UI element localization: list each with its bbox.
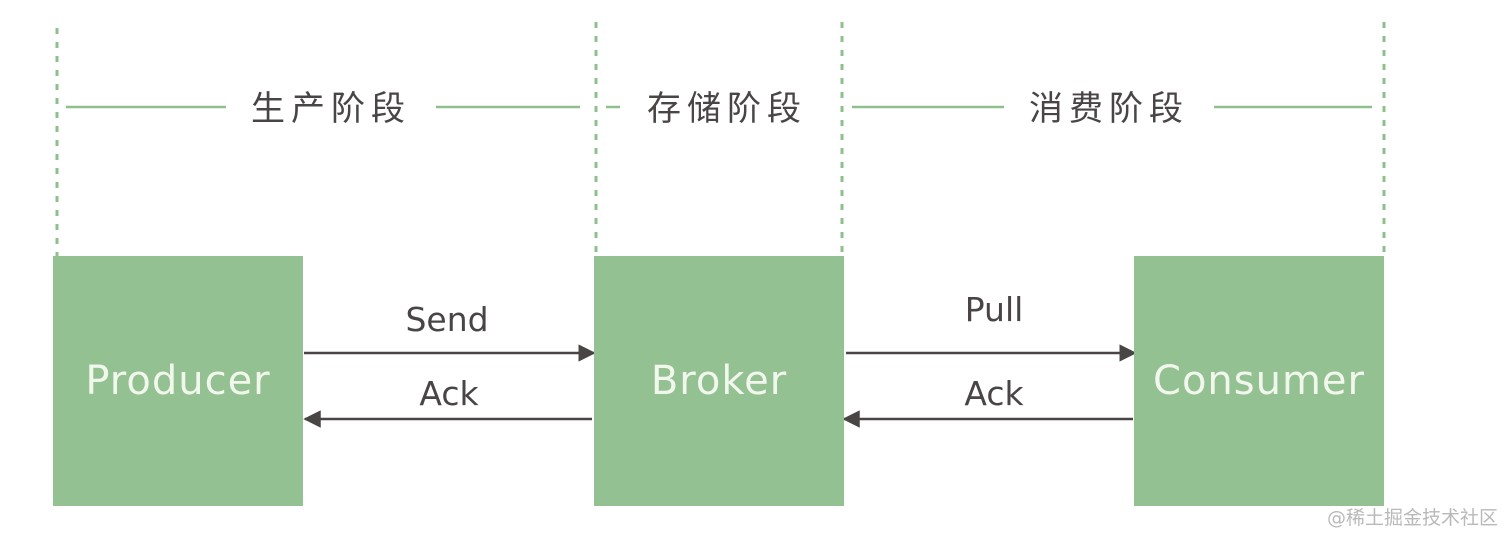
node-producer: Producer <box>53 256 303 506</box>
edge-label-pull: Pull <box>964 290 1024 329</box>
stage-label-production: 生产阶段 <box>226 84 436 134</box>
stage-label-consumption: 消费阶段 <box>1004 84 1214 134</box>
watermark-text: @稀土掘金技术社区 <box>1326 507 1498 529</box>
node-producer-label: Producer <box>85 358 271 404</box>
stage-label-storage: 存储阶段 <box>620 84 834 134</box>
node-broker: Broker <box>594 256 844 506</box>
edge-label-ack-producer: Ack <box>419 374 479 413</box>
node-broker-label: Broker <box>650 358 788 404</box>
node-consumer-label: Consumer <box>1153 358 1365 404</box>
node-consumer: Consumer <box>1134 256 1384 506</box>
edge-label-ack-broker: Ack <box>964 374 1024 413</box>
edge-label-send: Send <box>405 300 489 339</box>
